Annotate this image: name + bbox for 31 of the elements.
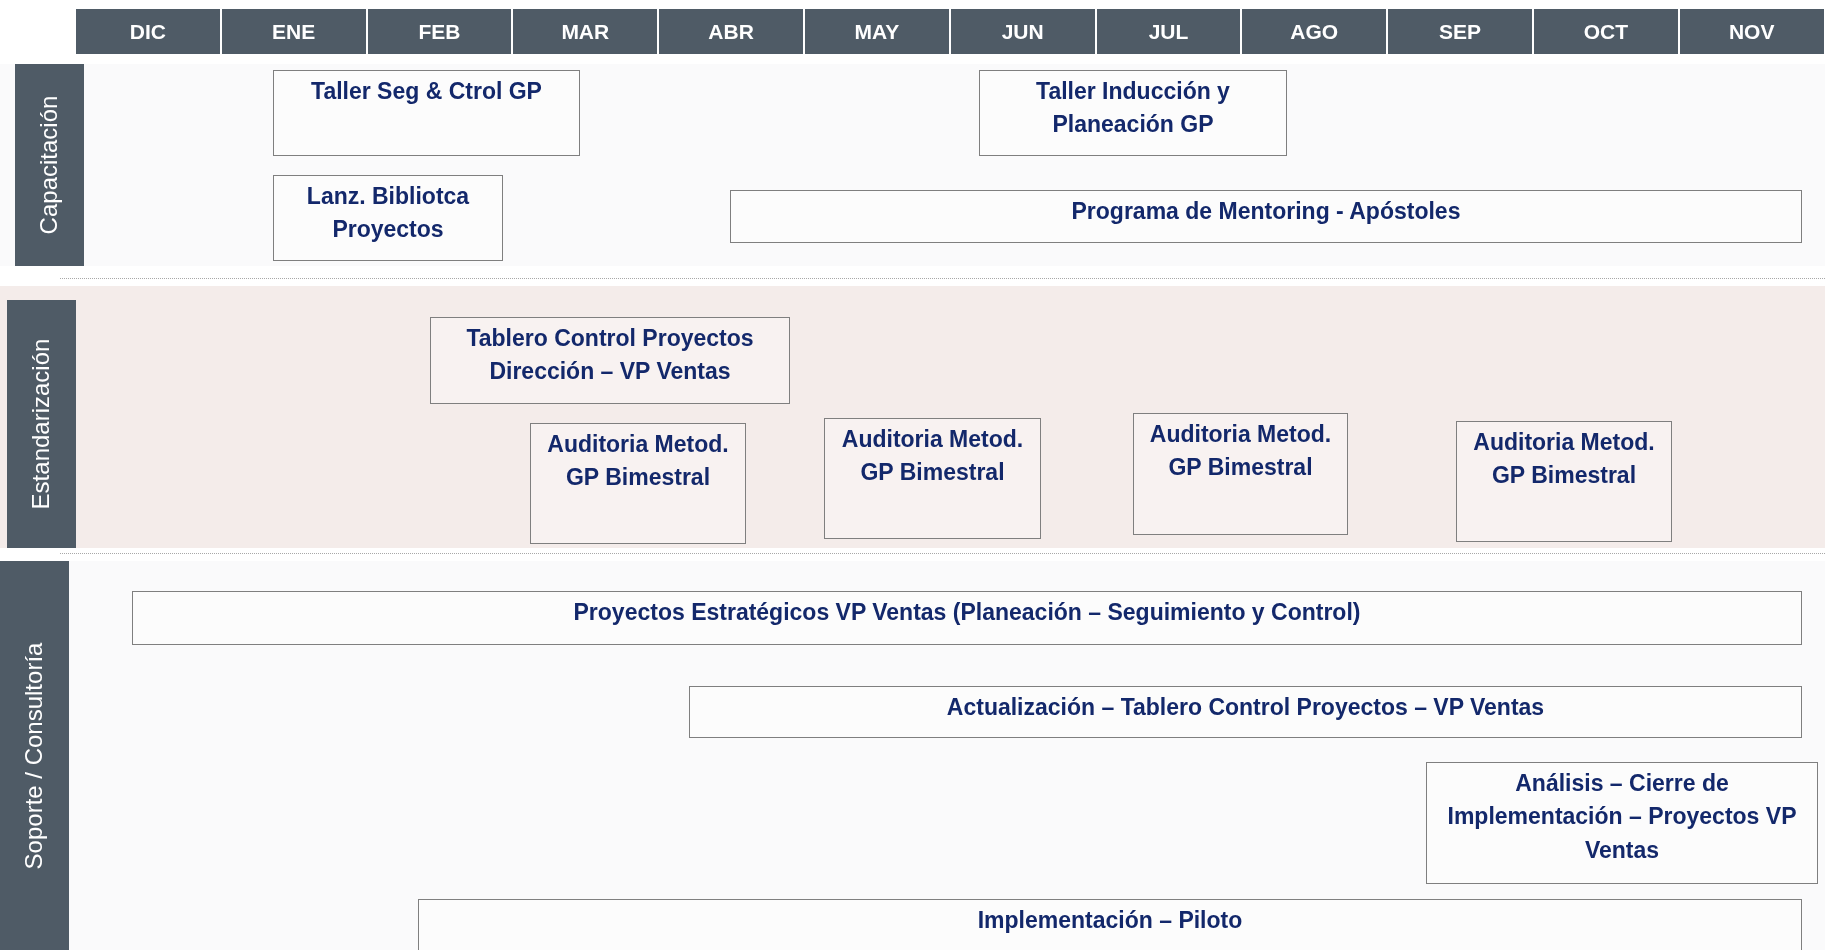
lane-label: Capacitación (15, 64, 84, 266)
month-header: ABR (659, 9, 805, 54)
activity-box: Proyectos Estratégicos VP Ventas (Planeación – Seguimiento y Control) (132, 591, 1802, 645)
activity-box: Auditoria Metod. GP Bimestral (1456, 421, 1672, 542)
month-header: JUL (1096, 9, 1243, 54)
month-header: NOV (1679, 9, 1825, 54)
activity-box: Auditoria Metod. GP Bimestral (824, 418, 1041, 539)
activity-box: Programa de Mentoring - Apóstoles (730, 190, 1802, 243)
month-header: ENE (221, 9, 368, 54)
activity-box: Lanz. Bibliotca Proyectos (273, 175, 503, 261)
activity-box: Implementación – Piloto (418, 899, 1802, 950)
activity-box: Tablero Control Proyectos Dirección – VP Ventas (430, 317, 790, 404)
activity-box: Actualización – Tablero Control Proyectos – VP Ventas (689, 686, 1802, 738)
lane-label: Soporte / Consultoría (0, 561, 69, 950)
month-header: AGO (1242, 9, 1389, 54)
swimlane (0, 561, 1825, 950)
activity-box: Auditoria Metod. GP Bimestral (530, 423, 746, 544)
month-header: MAY (805, 9, 951, 54)
month-header: DIC (76, 9, 222, 54)
activity-box: Taller Inducción y Planeación GP (979, 70, 1287, 156)
activity-box: Auditoria Metod. GP Bimestral (1133, 413, 1348, 535)
month-header: SEP (1388, 9, 1534, 54)
month-header: OCT (1534, 9, 1680, 54)
activity-box: Taller Seg & Ctrol GP (273, 70, 580, 156)
activity-box: Análisis – Cierre de Implementación – Proyectos VP Ventas (1426, 762, 1818, 884)
month-header: JUN (950, 9, 1097, 54)
lane-label: Estandarización (7, 300, 76, 548)
swimlane (0, 64, 1825, 266)
swimlane (0, 286, 1825, 548)
month-header: MAR (513, 9, 660, 54)
month-header: FEB (367, 9, 514, 54)
